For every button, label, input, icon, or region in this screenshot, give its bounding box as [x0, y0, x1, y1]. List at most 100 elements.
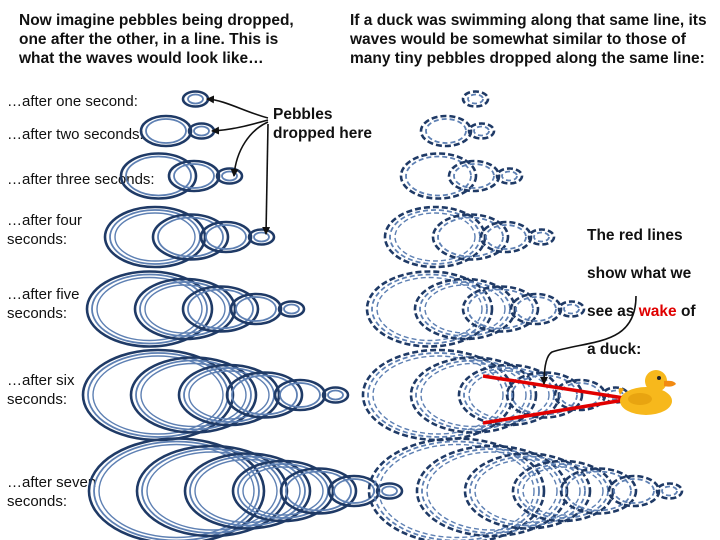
- pebble-wave-ring-row5-p3-r1: [181, 285, 260, 333]
- duck-wave-ring-row4-p4-r1: [527, 228, 556, 246]
- duck-wave-ring-row6-p3-r1: [457, 363, 561, 427]
- duck-wave-ring-row7-p1-r2: [373, 440, 540, 540]
- pebble-wave-ring-row7-p7-r1: [375, 482, 404, 500]
- duck-wave-ring-row3-p3-r2: [501, 170, 518, 182]
- rubber-duck-icon: [618, 370, 676, 415]
- duck-wave-ring-row3-p1-r1: [399, 152, 478, 200]
- pebble-wave-ring-row7-p1-r2: [93, 440, 260, 540]
- pebble-wave-ring-row4-p4-r2: [253, 231, 270, 243]
- duck-wave-ring-row5-p2-r1: [413, 277, 517, 341]
- arrow-to-row3: [230, 121, 269, 177]
- pebble-wave-ring-row5-p1-r2: [91, 273, 208, 345]
- pebble-wave-ring-row5-p5-r2: [283, 303, 300, 315]
- duck-wave-ring-row7-p1-r3: [378, 443, 535, 539]
- duck-wave-ring-row7-p3-r3: [474, 458, 581, 524]
- duck-wave-ring-row5-p1-r1: [365, 270, 494, 348]
- pebble-wave-ring-row5-p1-r1: [85, 270, 214, 348]
- duck-wave-ring-row7-p2-r1: [415, 444, 569, 538]
- pebble-wave-ring-row5-p2-r1: [133, 277, 237, 341]
- arrow-to-row4: [262, 123, 271, 235]
- pebble-wave-ring-row7-p1-r3: [98, 443, 255, 539]
- duck-wave-ring-row7-p6-r2: [613, 478, 655, 504]
- row-label-6: …after six seconds:: [7, 372, 75, 408]
- duck-wave-ring-row5-p5-r2: [563, 303, 580, 315]
- duck-wave-ring-row7-p5-r2: [565, 470, 632, 512]
- duck-wave-ring-row6-p4-r1: [505, 371, 584, 419]
- pebble-wave-ring-row5-p4-r2: [235, 296, 277, 322]
- wake-lines: [482, 374, 625, 425]
- left-wave-rings: [81, 90, 404, 540]
- duck-wave-ring-row5-p4-r1: [509, 292, 563, 326]
- wake-line-1: The red lines: [587, 227, 683, 244]
- pebble-wave-ring-row6-p2-r1: [129, 356, 258, 434]
- wake-line-3-pre: see as: [587, 303, 639, 320]
- pebble-wave-ring-row2-p1-r2: [145, 118, 187, 144]
- duck-wave-ring-row7-p2-r2: [421, 448, 563, 534]
- pebble-wave-ring-row7-p6-r1: [327, 474, 381, 508]
- pebble-wave-ring-row5-p3-r2: [187, 288, 254, 330]
- arrow-to-row2: [211, 119, 269, 135]
- pebble-wave-ring-row6-p3-r1: [177, 363, 281, 427]
- duck-wave-ring-row3-p2-r1: [447, 159, 501, 193]
- right-wave-rings: [361, 90, 684, 540]
- duck-wave-ring-row4-p3-r1: [479, 220, 533, 254]
- pebble-wave-ring-row5-p4-r1: [229, 292, 283, 326]
- duck-wave-ring-row2-p1-r1: [419, 114, 473, 148]
- row-label-5: …after five seconds:: [7, 286, 80, 322]
- duck-wave-ring-row6-p2-r2: [415, 359, 532, 431]
- pebble-wave-ring-row6-p4-r1: [225, 371, 304, 419]
- pebble-wave-ring-row6-p6-r2: [327, 389, 344, 401]
- duck-wave-ring-row7-p2-r3: [426, 451, 558, 531]
- duck-wave-ring-row7-p3-r2: [469, 455, 586, 527]
- wake-pointer-arrow: [540, 295, 637, 385]
- pebble-wave-ring-row6-p6-r1: [321, 386, 350, 404]
- wake-explanation-label: The red lines show what we see as wake o…: [587, 207, 696, 359]
- pebble-wave-ring-row4-p2-r2: [157, 216, 224, 258]
- duck-wave-ring-row7-p5-r1: [559, 467, 638, 515]
- pebble-wave-ring-row2-p2-r2: [193, 125, 210, 137]
- pebble-arrows: [206, 95, 271, 235]
- pebble-wave-ring-row7-p3-r2: [189, 455, 306, 527]
- duck-wave-ring-row4-p1-r3: [394, 212, 476, 262]
- duck-wave-ring-row4-p2-r2: [437, 216, 504, 258]
- duck-wave-ring-row7-p7-r1: [655, 482, 684, 500]
- duck-wave-ring-row7-p6-r1: [607, 474, 661, 508]
- pebble-wave-ring-row7-p3-r3: [194, 458, 301, 524]
- duck-wave-ring-row4-p1-r2: [389, 209, 481, 265]
- row-label-3: …after three seconds:: [7, 171, 155, 188]
- duck-wave-ring-row4-p3-r2: [485, 224, 527, 250]
- duck-wave-ring-row2-p1-r2: [425, 118, 467, 144]
- duck-wave-ring-row7-p1-r1: [367, 437, 546, 540]
- pebble-wave-ring-row1-p1-r2: [187, 93, 204, 105]
- duck-wave-ring-row7-p4-r3: [522, 466, 604, 516]
- duck-wave-ring-row3-p2-r2: [453, 163, 495, 189]
- pebble-wave-ring-row7-p2-r1: [135, 444, 289, 538]
- duck-wave-ring-row2-p2-r2: [473, 125, 490, 137]
- duck-wave-ring-row6-p1-r3: [372, 355, 504, 435]
- pebble-wave-ring-row7-p2-r3: [146, 451, 278, 531]
- wake-line-4: a duck:: [587, 341, 642, 358]
- wake-line-lower: [482, 398, 625, 425]
- row-label-1: …after one second:: [7, 93, 138, 110]
- duck-wave-ring-row6-p2-r1: [409, 356, 538, 434]
- pebble-wave-ring-row6-p2-r3: [140, 362, 247, 428]
- pebble-wave-ring-row7-p4-r3: [242, 466, 324, 516]
- pebble-wave-ring-row2-p1-r1: [139, 114, 193, 148]
- wake-line-2: show what we: [587, 265, 692, 282]
- duck-wave-ring-row4-p4-r2: [533, 231, 550, 243]
- duck-wave-ring-row5-p1-r3: [376, 276, 483, 342]
- duck-wave-ring-row5-p1-r2: [371, 273, 488, 345]
- pebble-wave-ring-row4-p1-r1: [103, 205, 207, 269]
- duck-wave-ring-row3-p1-r2: [405, 155, 472, 197]
- pebble-wave-ring-row4-p1-r3: [114, 212, 196, 262]
- pebble-wave-ring-row7-p5-r1: [279, 467, 358, 515]
- pebble-wave-ring-row5-p5-r1: [277, 300, 306, 318]
- wake-line-upper: [482, 374, 625, 400]
- duck-wave-ring-row7-p4-r1: [511, 459, 615, 523]
- pebble-wave-ring-row3-p3-r1: [215, 167, 244, 185]
- wake-line-3-post: of: [676, 303, 696, 320]
- header-right: If a duck was swimming along that same l…: [350, 12, 707, 67]
- duck-wave-ring-row7-p4-r2: [517, 463, 609, 519]
- pebbles-dropped-label: Pebbles dropped here: [273, 106, 373, 142]
